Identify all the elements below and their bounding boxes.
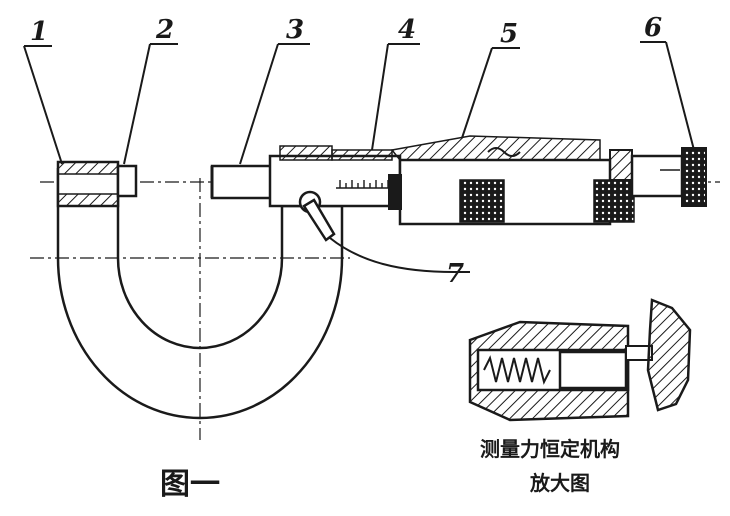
sleeve (268, 145, 402, 208)
part-number-2: 2 (155, 15, 174, 45)
part-number-4: 4 (398, 15, 416, 45)
figure-caption: 图一 (160, 467, 220, 502)
part-number-1: 1 (30, 17, 48, 47)
leader-lines (23, 41, 695, 273)
lock-lever (298, 190, 336, 242)
detail-enlargement (468, 298, 692, 422)
part-number-3: 3 (286, 15, 304, 45)
detail-caption-line1: 测量力恒定机构 (480, 437, 620, 461)
anvil-face (116, 164, 138, 198)
u-frame (56, 168, 344, 420)
detail-caption-line2: 放大图 (529, 471, 590, 495)
ratchet (609, 147, 707, 207)
part-number-5: 5 (500, 19, 518, 49)
anvil-block (56, 160, 120, 208)
thimble (388, 135, 635, 226)
center-lines (30, 178, 720, 440)
part-number-7: 7 (446, 259, 464, 289)
part-number-6: 6 (644, 13, 662, 43)
